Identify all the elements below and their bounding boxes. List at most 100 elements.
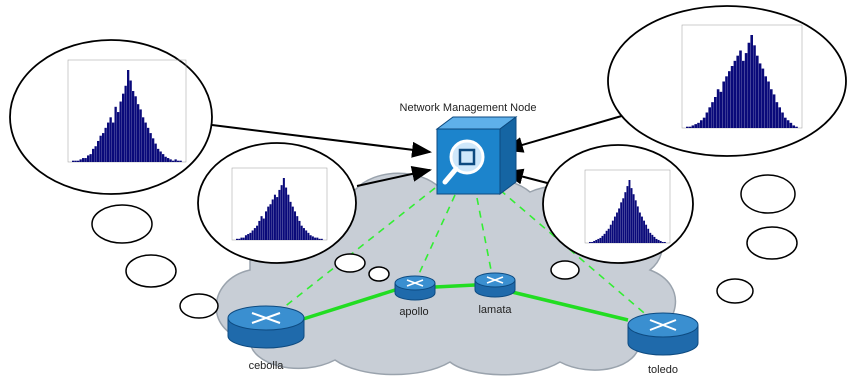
histogram-bar <box>169 159 172 162</box>
thought-bubble <box>91 204 153 244</box>
histogram-bar <box>240 237 243 240</box>
histogram-bar <box>298 220 301 240</box>
histogram-bar <box>305 230 308 240</box>
histogram-bar <box>236 238 239 240</box>
thought-bubble <box>368 266 390 282</box>
data-links <box>299 283 629 322</box>
histogram-bar <box>262 218 265 240</box>
thought-bubbles-left <box>91 204 390 319</box>
histogram-bar <box>300 225 303 240</box>
histogram-bar <box>792 125 795 128</box>
histogram-bar <box>265 211 268 240</box>
histogram-bar <box>104 127 107 162</box>
histogram-bar <box>179 160 182 162</box>
histogram-bubble-large-right <box>607 5 847 157</box>
histogram-bar <box>89 154 92 162</box>
router-arrows-icon <box>406 279 424 287</box>
histogram-bar <box>620 202 623 243</box>
histogram-bar <box>174 159 177 162</box>
histogram-bubble-large-left <box>9 39 213 195</box>
histogram-bar <box>276 197 279 240</box>
histogram-bar <box>728 71 731 128</box>
thought-bubble <box>746 226 798 260</box>
histogram-bar <box>147 127 150 162</box>
histogram-bar <box>102 133 105 162</box>
histogram-bar <box>244 235 247 240</box>
management-node[interactable]: Network Management Node <box>400 102 537 195</box>
histogram-plot <box>681 24 803 129</box>
histogram-bar <box>289 201 292 240</box>
histogram-bar <box>285 187 288 240</box>
report-arrows <box>211 114 626 187</box>
histogram-bar <box>97 140 100 162</box>
histogram-bar <box>260 216 263 240</box>
histogram-bar <box>269 204 272 240</box>
histogram-bar <box>772 94 776 128</box>
histogram-bar <box>307 232 310 240</box>
histogram-bar <box>247 234 250 240</box>
mgmt-link-apollo <box>417 194 456 277</box>
router-arrows-icon <box>486 276 504 284</box>
histogram-bar <box>124 85 127 162</box>
histogram-bar <box>719 91 723 128</box>
arrow-from-hist-large-left <box>211 124 432 158</box>
histogram-bar <box>645 224 648 243</box>
histogram-bar <box>251 230 254 240</box>
router-toledo[interactable]: toledo <box>627 312 699 376</box>
histogram-bar <box>638 212 641 243</box>
histogram-bar <box>688 126 692 128</box>
histogram-bar <box>87 155 90 162</box>
histogram-bar <box>778 107 781 128</box>
histogram-bar <box>311 236 314 240</box>
histogram-bar <box>634 200 637 243</box>
histogram-bar <box>296 216 299 240</box>
histogram-bar <box>122 93 125 162</box>
management-links <box>277 187 651 319</box>
router-apollo[interactable]: apollo <box>394 275 436 318</box>
histogram-bar <box>733 60 737 128</box>
histogram-bar <box>795 126 798 128</box>
histogram-bar <box>628 180 631 243</box>
histogram-bar <box>117 112 120 162</box>
histogram-bar <box>616 212 618 243</box>
histogram-bar <box>597 238 600 243</box>
thought-bubble <box>125 254 177 288</box>
histogram-bar <box>661 241 664 243</box>
thought-bubble <box>179 293 219 319</box>
histogram-bar <box>92 148 95 162</box>
mgmt-link-lamata <box>476 197 493 276</box>
histogram-bar <box>700 120 703 128</box>
histogram-bar <box>786 120 790 128</box>
histogram-bar <box>714 97 717 128</box>
histogram-bar <box>318 238 321 240</box>
histogram-bar <box>747 42 751 128</box>
histogram-bar <box>655 238 658 243</box>
histogram-bar <box>177 160 180 162</box>
histogram-bar <box>736 55 739 128</box>
histogram-bar <box>691 125 695 128</box>
histogram-bar <box>242 237 245 240</box>
router-cebolla[interactable]: cebolla <box>227 305 305 372</box>
histogram-bar <box>647 228 650 243</box>
histogram-bubble-small-right <box>542 144 694 264</box>
histogram-bar <box>789 122 793 128</box>
router-lamata[interactable]: lamata <box>474 272 516 316</box>
histogram-bar <box>593 240 596 243</box>
histogram-bar <box>603 233 606 243</box>
histogram-bar <box>753 45 756 128</box>
histogram-bar <box>320 238 323 240</box>
thought-bubble <box>550 260 580 280</box>
router-arrows-icon <box>251 312 281 324</box>
histogram-bar <box>767 81 770 128</box>
histogram-bar <box>142 117 145 162</box>
router-label: lamata <box>478 304 512 316</box>
histogram-plot <box>67 59 187 163</box>
histogram-bubble-small-left <box>197 142 357 264</box>
histogram-bar <box>129 80 132 162</box>
histogram-bar <box>114 106 117 162</box>
histogram-bar <box>632 194 635 243</box>
histogram-bar <box>750 35 753 128</box>
magnifier-icon <box>442 139 485 185</box>
histogram-bar <box>609 224 612 243</box>
router-label: apollo <box>399 306 428 318</box>
